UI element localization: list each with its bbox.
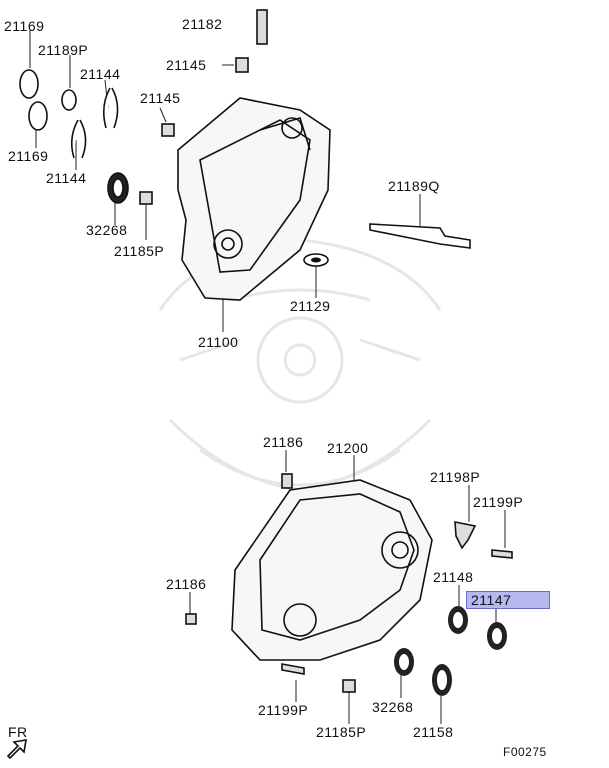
callout-21199p-bottom[interactable]: 21199P [258,702,309,718]
bracket-21198p [454,521,477,550]
housing-21100 [177,97,331,301]
bolt-21182 [256,9,268,45]
callout-21189p[interactable]: 21189P [38,42,89,58]
callout-21169-bottom[interactable]: 21169 [8,148,49,164]
pin-21186-top [281,473,293,489]
callout-21144-right[interactable]: 21144 [80,66,121,82]
fr-label: FR [8,724,28,740]
callout-21145-top[interactable]: 21145 [166,57,207,73]
callout-32268-top[interactable]: 32268 [86,222,128,238]
callout-21158[interactable]: 21158 [413,724,454,740]
washer-21129 [303,253,329,267]
case-21200 [231,479,433,661]
callout-21145-mid[interactable]: 21145 [140,90,181,106]
callout-21185p-top[interactable]: 21185P [114,243,165,259]
callout-21129[interactable]: 21129 [290,298,331,314]
figure-code: F00275 [503,745,547,759]
snap-ring-21189p [61,89,77,111]
callout-21185p-bottom[interactable]: 21185P [316,724,367,740]
callout-21186-left[interactable]: 21186 [166,576,207,592]
ring-21169-bottom [28,101,48,131]
callout-21148[interactable]: 21148 [433,569,474,585]
ring-21169-top [19,69,39,99]
top-small-parts [19,9,268,205]
bottom-small-parts [185,473,513,693]
bolt-21199p-bottom [281,663,305,675]
plate-21189q [369,223,471,249]
plug-21185p-top [139,191,153,205]
circlip-21144-right [102,87,119,129]
callout-21198p[interactable]: 21198P [430,469,481,485]
callout-21169-top[interactable]: 21169 [4,18,45,34]
bolt-21199p-right [491,549,513,559]
callout-21100[interactable]: 21100 [198,334,239,350]
callout-21144-bottom[interactable]: 21144 [46,170,87,186]
callout-21199p-right[interactable]: 21199P [473,494,524,510]
plug-21185p-bottom [342,679,356,693]
callout-21189q[interactable]: 21189Q [388,178,440,194]
callout-32268-bottom[interactable]: 32268 [372,699,414,715]
pin-21145-mid [161,123,175,137]
callout-21147-highlighted[interactable]: 21147 [466,591,551,609]
callout-21182[interactable]: 21182 [182,16,223,32]
callout-21200[interactable]: 21200 [327,440,369,456]
circlip-21144-left [70,119,87,159]
fr-arrow-icon [6,739,27,760]
callout-21186-top[interactable]: 21186 [263,434,304,450]
pin-21186-left [185,613,197,625]
pin-21145-top [235,57,249,73]
bearings-and-seals [394,606,507,696]
